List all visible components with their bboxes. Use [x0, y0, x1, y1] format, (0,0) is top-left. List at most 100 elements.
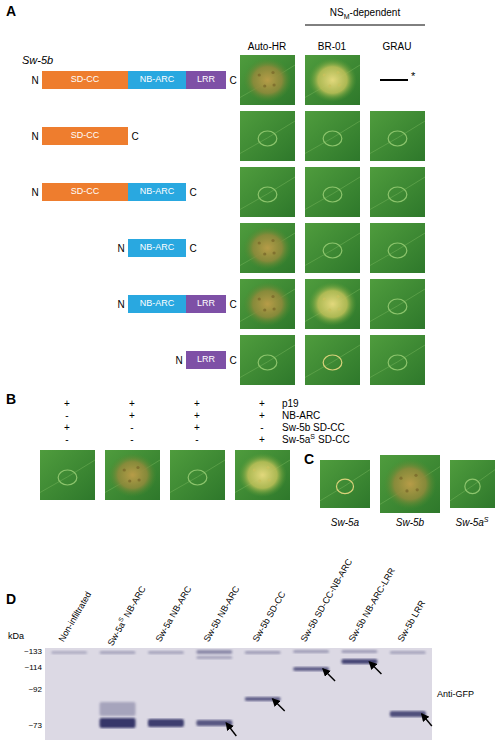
domain-name: LRR [197, 299, 215, 309]
group-rule [305, 25, 425, 26]
blot-membrane [45, 648, 432, 740]
terminus-label-text: C [189, 187, 196, 198]
construct-name-text: S [310, 433, 315, 440]
band-arrow [369, 662, 381, 674]
leaf-ground [370, 223, 425, 273]
domain-box: LRR [186, 71, 226, 89]
leaf-ground [450, 460, 495, 508]
lesion-spot [271, 239, 274, 242]
sign-text: + [259, 410, 265, 421]
hr-lesion [384, 458, 437, 509]
construct-name-text: p19 [282, 398, 299, 409]
leaf-photo [240, 167, 295, 217]
lesion-spot [263, 252, 266, 255]
leaf-ground [170, 450, 225, 500]
lesion-spot [273, 307, 276, 310]
gene-name-text: S [484, 516, 489, 523]
domain-box: NB-ARC [128, 295, 186, 313]
leaf-photo [320, 460, 370, 508]
gene-name: Sw-5b [396, 517, 424, 528]
infiltration-ring [258, 355, 277, 370]
domain-name: NB-ARC [140, 187, 175, 197]
lesion-spot [336, 71, 339, 74]
infiltration-ring [388, 131, 407, 146]
leaf-photo [370, 335, 425, 385]
lane-label-text: Sw-5a [105, 620, 126, 647]
domain-box: SD-CC [42, 127, 128, 145]
leaf-photo [450, 460, 495, 508]
leaf-photo [170, 450, 225, 500]
sign-text: + [64, 422, 70, 433]
column-header-text: Auto-HR [248, 41, 286, 52]
leaf-ground [305, 335, 360, 385]
lane-label: Non-infiltrated [57, 590, 95, 644]
gene-name-text: Sw-5a [455, 517, 483, 528]
terminus-label: N [31, 187, 38, 198]
lesion-spot [328, 308, 331, 311]
construct-name-text: Sw-5a [282, 434, 310, 445]
sign-text: - [130, 434, 133, 445]
hr-lesion [308, 58, 356, 102]
sign-text: - [65, 410, 68, 421]
gene-name: Sw-5aS [455, 516, 488, 528]
lesion-spot [414, 474, 417, 477]
sign-text: + [129, 410, 135, 421]
terminus-label-text: C [131, 131, 138, 142]
leaf-vein [305, 121, 360, 154]
infiltration-ring [323, 131, 342, 146]
leaf-ground [305, 223, 360, 273]
panel-letter: D [6, 592, 16, 607]
leaf-ground [370, 167, 425, 217]
leaf-ground [240, 335, 295, 385]
column-group-header-text: M [344, 13, 350, 20]
lesion-spot [323, 73, 326, 76]
sign: + [129, 410, 135, 421]
column-group-header: NSM-dependent [330, 7, 400, 21]
domain-box: NB-ARC [128, 71, 186, 89]
marker-size: ~92 [28, 686, 42, 695]
terminus-label-text: N [31, 75, 38, 86]
sign-text: + [259, 398, 265, 409]
construct-name-text: Sw-5b SD-CC [282, 422, 345, 433]
leaf-vein [240, 121, 295, 154]
band-arrow [323, 669, 335, 681]
leaf-ground [240, 223, 295, 273]
lesion-spot [338, 83, 341, 86]
blot-band [196, 650, 232, 654]
terminus-label: C [229, 75, 236, 86]
domain-name: SD-CC [71, 131, 100, 141]
sign: + [64, 422, 70, 433]
sign: + [259, 410, 265, 421]
leaf-vein [370, 177, 425, 210]
lesion-spot [266, 466, 269, 469]
panel-letter-text: B [6, 391, 16, 407]
sign: - [65, 410, 68, 421]
leaf-ground [305, 167, 360, 217]
marker-size-text: ~133 [24, 647, 42, 656]
leaf-photo [305, 55, 360, 105]
sign-text: + [194, 398, 200, 409]
leaf-vein [370, 121, 425, 154]
lesion-spot [416, 488, 419, 491]
panel-letter: B [6, 392, 16, 407]
domain-box: NB-ARC [128, 239, 186, 257]
infiltration-ring [388, 299, 407, 314]
infiltration-ring [388, 243, 407, 258]
leaf-vein [305, 233, 360, 266]
panel-letter: A [6, 4, 16, 19]
lesion-spot [273, 83, 276, 86]
sign: + [259, 434, 265, 445]
blot-band [51, 651, 87, 654]
leaf-photo [240, 335, 295, 385]
leaf-vein [320, 470, 370, 501]
gene-name: Sw-5b [22, 54, 53, 66]
lesion-spot [258, 241, 261, 244]
lesion-spot [263, 308, 266, 311]
leaf-ground [240, 167, 295, 217]
lesion-spot [268, 478, 271, 481]
column-header-text: GRAU [383, 41, 412, 52]
leaf-photo [105, 450, 160, 500]
domain-name: LRR [197, 75, 215, 85]
terminus-label-text: C [229, 75, 236, 86]
